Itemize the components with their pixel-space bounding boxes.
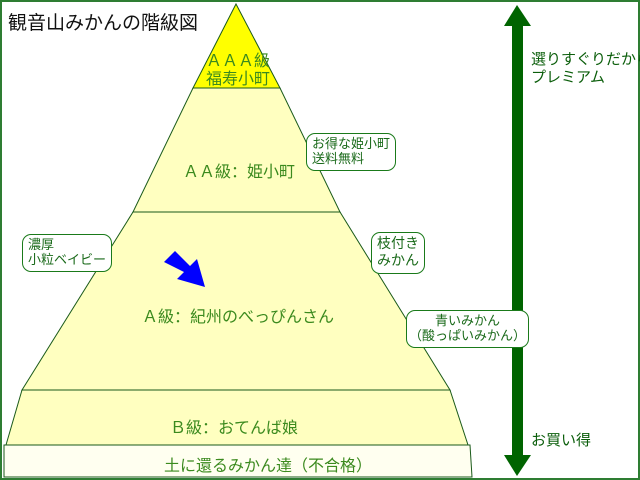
blue-pointer-arrow: [164, 251, 205, 287]
page-title: 観音山みかんの階級図: [8, 12, 199, 34]
callout-line: 小粒ベイビー: [28, 253, 107, 268]
tier-aa-label: ＡＡ級：姫小町: [183, 162, 296, 181]
scale-bottom-label: お買い得: [531, 431, 592, 449]
callout-line: （酸っぱいみかん）: [409, 329, 527, 344]
tier-aaa: [192, 2, 281, 89]
callout-line: 枝付き: [377, 236, 419, 252]
callout-line: 青いみかん: [435, 314, 501, 329]
callout-noukou: 濃厚 小粒ベイビー: [22, 234, 113, 272]
tier-a-label: Ａ級：紀州のべっぴんさん: [142, 307, 335, 326]
scale-top-label: 選りすぐりだから プレミアム: [531, 50, 640, 86]
callout-otoku: お得な姫小町 送料無料: [306, 133, 397, 171]
tier-aaa-name: 福寿小町: [205, 69, 270, 88]
scale-top-line: 選りすぐりだから: [531, 50, 640, 68]
tier-aaa-grade: ＡＡＡ級: [205, 51, 270, 70]
tier-aaa-label: ＡＡＡ級 福寿小町: [196, 52, 280, 88]
callout-line: お得な姫小町: [312, 137, 391, 152]
scale-arrow: [504, 5, 531, 476]
callout-aoi: 青いみかん （酸っぱいみかん）: [406, 310, 530, 348]
callout-line: 送料無料: [312, 152, 365, 167]
callout-line: 濃厚: [28, 238, 55, 253]
tier-bottom-label: 土に還るみかん達（不合格）: [164, 456, 373, 475]
tier-b-label: Ｂ級：おてんば娘: [170, 418, 299, 437]
callout-line: みかん: [377, 253, 419, 269]
callout-edatsuki: 枝付き みかん: [371, 232, 425, 274]
scale-top-line: プレミアム: [531, 68, 605, 86]
